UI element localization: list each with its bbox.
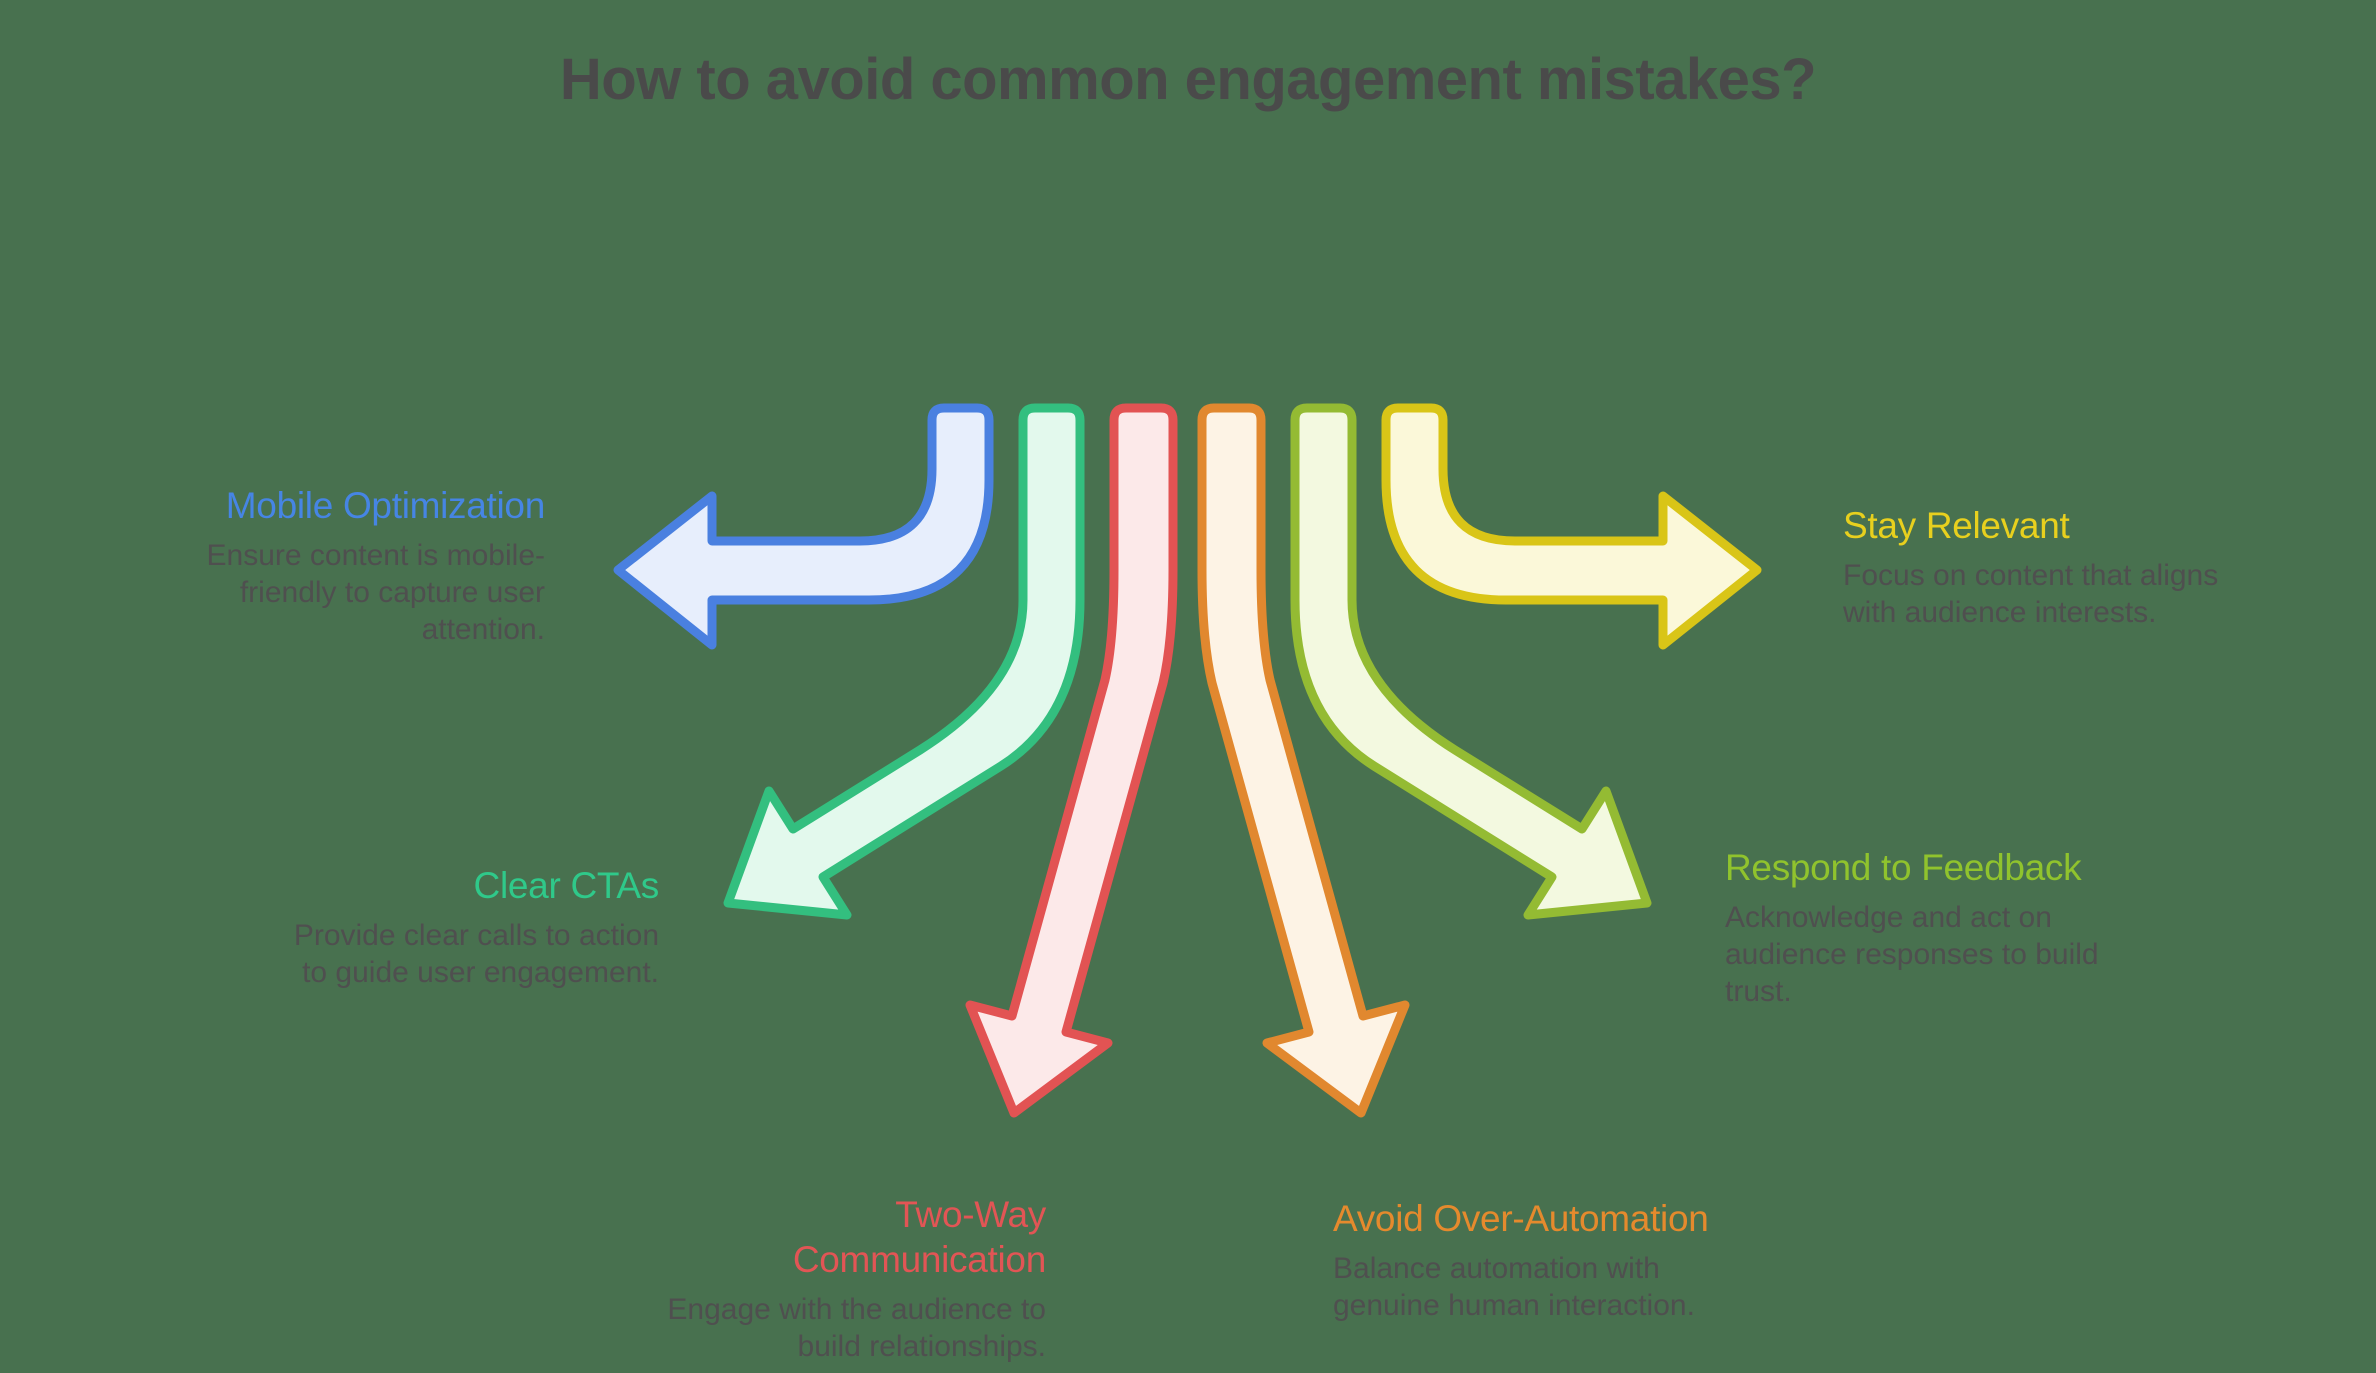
clear-ctas-arrow [723, 403, 1085, 920]
section-description: Ensure content is mobile- friendly to ca… [206, 539, 546, 646]
two-way-communication-arrow [965, 403, 1178, 1118]
section-description: Provide clear calls to action to guide u… [293, 919, 659, 989]
respond-to-feedback-arrow [1290, 403, 1652, 920]
mobile-optimization-arrow [613, 403, 994, 650]
section-title: Respond to Feedback [1725, 847, 2082, 888]
section-clear-ctas: Clear CTAs Provide clear calls to action… [259, 863, 659, 991]
section-title: Two-Way Communication [792, 1194, 1046, 1280]
section-respond-to-feedback: Respond to Feedback Acknowledge and act … [1725, 845, 2205, 1010]
page-title: How to avoid common engagement mistakes? [559, 47, 1817, 112]
avoid-over-automation-arrow [1197, 403, 1410, 1118]
section-title: Stay Relevant [1843, 505, 2070, 546]
section-description: Engage with the audience to build relati… [667, 1293, 1046, 1363]
section-title: Avoid Over-Automation [1333, 1198, 1709, 1239]
section-title: Mobile Optimization [225, 485, 546, 526]
stay-relevant-arrow [1381, 403, 1762, 650]
section-description: Acknowledge and act on audience response… [1725, 901, 2099, 1008]
section-avoid-over-automation: Avoid Over-Automation Balance automation… [1333, 1196, 1813, 1324]
section-mobile-optimization: Mobile Optimization Ensure content is mo… [145, 483, 546, 648]
section-title: Clear CTAs [473, 865, 660, 906]
section-stay-relevant: Stay Relevant Focus on content that alig… [1843, 503, 2323, 631]
section-description: Balance automation with genuine human in… [1333, 1252, 1695, 1322]
section-description: Focus on content that aligns with audien… [1843, 559, 2219, 629]
section-two-way-communication: Two-Way Communication Engage with the au… [646, 1192, 1046, 1365]
